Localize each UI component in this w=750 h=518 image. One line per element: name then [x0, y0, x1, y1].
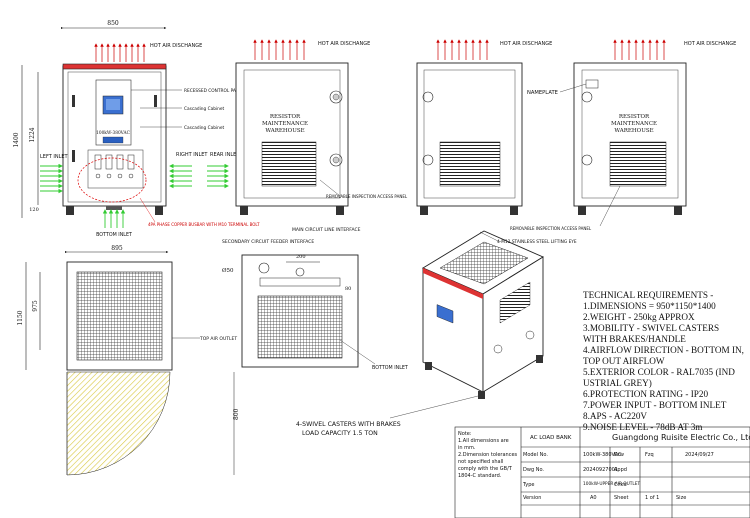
- req-line: USTRIAL GREY): [583, 378, 652, 388]
- note-line: comply with the GB/T: [458, 466, 512, 472]
- hot-air-label: HOT AIR DISCHANGE: [500, 41, 552, 47]
- removable-panel-label: REMOVABLE INSPECTION ACCESS PANEL: [510, 226, 592, 231]
- top-outlet-label: TOP AIR OUTLET: [199, 336, 237, 342]
- right-inlet-label: RIGHT INLET: [176, 152, 208, 158]
- maintenance-label: MAINTENANCE: [262, 121, 308, 127]
- resistor-label: RESISTOR: [270, 114, 301, 120]
- req-line: 5.EXTERIOR COLOR - RAL7035 (IND: [583, 367, 735, 377]
- dim-top-width: 895: [111, 245, 123, 252]
- product-name: AC LOAD BANK: [530, 435, 572, 441]
- resistor-label: RESISTOR: [619, 114, 650, 120]
- req-line: 6.PROTECTION RATING - IP20: [583, 389, 709, 399]
- front-view: 850 HOT AIR DISCHANGE 1400 1224 120 100k…: [13, 20, 260, 238]
- rear-inlet-label: REAR INLET: [210, 152, 240, 158]
- type-value: 100kW-UPPER AIR OUTLET: [583, 482, 641, 487]
- req-line: TOP OUT AIRFLOW: [583, 356, 665, 366]
- req-line: 3.MOBILITY - SWIVEL CASTERS: [583, 323, 720, 333]
- dia-label: Ø50: [222, 267, 234, 274]
- bottom-inlet-label: BOTTOM INLET: [372, 365, 408, 371]
- size-label: Size: [676, 495, 687, 501]
- note-line: not specified shall: [458, 459, 504, 465]
- callout-cascading-2: Cascading Cabinet: [184, 125, 225, 131]
- note-line: 1804-C standard.: [458, 473, 502, 479]
- callout-control-panel: RECESSED CONTROL PANEL: [184, 88, 245, 94]
- version-label: Version: [523, 495, 542, 501]
- side-view-left: HOT AIR DISCHANGE RESISTOR MAINTENANCE W…: [235, 39, 408, 215]
- type-label: Type: [523, 482, 535, 488]
- model-value: 100kW-380VAC: [583, 452, 622, 458]
- req-line: 1.DIMENSIONS = 950*1150*1400: [583, 301, 716, 311]
- note-line: 2.Dimension tolerances: [458, 452, 518, 458]
- left-inlet-label: LEFT INLET: [40, 154, 69, 160]
- hot-air-label: HOT AIR DISCHANGE: [318, 41, 370, 47]
- date-value: 2024/09/27: [685, 452, 714, 458]
- version-value: A0: [590, 495, 597, 501]
- dim-a: 200: [296, 254, 306, 260]
- dim-inner: 1224: [29, 127, 36, 142]
- isometric-view: 4-M12 STAINLESS STEEL LIFTING EYE 4-SWIV…: [296, 230, 577, 437]
- load-label: LOAD CAPACITY 1.5 TON: [302, 430, 378, 437]
- hot-air-label: HOT AIR DISCHANGE: [684, 41, 736, 47]
- appd-label: Appd: [614, 467, 627, 473]
- bottom-view: SECONDARY CIRCUIT FEEDER INTERFACE MAIN …: [222, 227, 408, 371]
- sheet-value: 1 of 1: [645, 495, 660, 501]
- drw-name: Fzq: [645, 452, 654, 458]
- title-block: [454, 426, 750, 518]
- dwg-label: Dwg No.: [523, 467, 545, 473]
- side-view-right: HOT AIR DISCHANGE NAMEPLATE RESISTOR MAI…: [510, 39, 736, 231]
- lifting-eye-label: 4-M12 STAINLESS STEEL LIFTING EYE: [497, 239, 577, 245]
- nameplate-label: NAMEPLATE: [527, 90, 558, 96]
- warehouse-label: WAREHOUSE: [265, 128, 304, 134]
- panel-model-label: 100kW-380VAC: [96, 131, 130, 136]
- req-line: 4.AIRFLOW DIRECTION - BOTTOM IN,: [583, 345, 744, 355]
- sheet-label: Sheet: [614, 495, 629, 501]
- drw-label: Drw: [614, 452, 624, 458]
- req-title: TECHNICAL REQUIREMENTS -: [583, 290, 714, 300]
- busbar-note: 4PA PHASE COPPER BUSBAR WITH M10 TERMINA…: [148, 222, 260, 227]
- note-line: Note:: [458, 431, 472, 437]
- req-line: WITH BRAKES/HANDLE: [583, 334, 686, 344]
- chkd-label: Chkd: [614, 482, 627, 488]
- note-line: 1.All dimensions are: [458, 438, 509, 444]
- removable-panel-label: REMOVABLE INSPECTION ACCESS PANEL: [326, 194, 408, 199]
- req-line: 9.NOISE LEVEL - 78dB AT 3m: [583, 422, 703, 432]
- callout-cascading-1: Cascading Cabinet: [184, 106, 225, 112]
- req-line: 2.WEIGHT - 250kg APPROX: [583, 312, 695, 322]
- dwg-value: 20240927001: [583, 467, 618, 473]
- req-line: 7.POWER INPUT - BOTTOM INLET: [583, 400, 727, 410]
- dim-height: 1400: [13, 132, 20, 147]
- req-line: 8.APS - AC220V: [583, 411, 648, 421]
- dim-top-h2: 1150: [17, 310, 24, 325]
- casters-label: 4-SWIVEL CASTERS WITH BRAKES: [296, 421, 401, 428]
- rear-view: HOT AIR DISCHANGE: [416, 39, 552, 215]
- model-label: Model No.: [523, 452, 548, 458]
- note-line: in mm.: [458, 445, 476, 451]
- dim-door: 800: [233, 408, 240, 420]
- bottom-inlet-label: BOTTOM INLET: [96, 232, 132, 238]
- dim-top-h1: 975: [32, 300, 39, 312]
- hot-air-label: HOT AIR DISCHANGE: [150, 43, 202, 49]
- top-view: 895 1150 975 TOP AIR OUTLET 800: [17, 245, 240, 476]
- company-name: Guangdong Ruisite Electric Co., Ltd: [612, 433, 750, 442]
- warehouse-label: WAREHOUSE: [614, 128, 653, 134]
- dim-bottom: 120: [29, 207, 39, 213]
- maintenance-label: MAINTENANCE: [611, 121, 657, 127]
- main-circuit-label: MAIN CIRCUIT LINE INTERFACE: [292, 227, 361, 233]
- dim-width: 850: [107, 20, 119, 27]
- dim-b: 80: [345, 286, 351, 292]
- secondary-label: SECONDARY CIRCUIT FEEDER INTERFACE: [222, 239, 314, 245]
